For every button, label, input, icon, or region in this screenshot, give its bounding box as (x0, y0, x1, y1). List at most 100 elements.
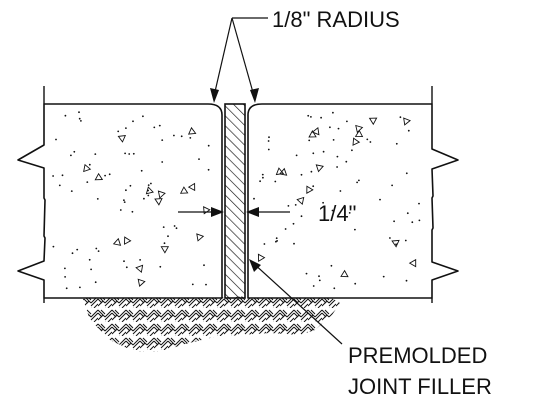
filler-leader (249, 259, 343, 345)
aggregate-dot (132, 120, 134, 123)
aggregate-dot (94, 281, 97, 284)
aggregate-stone (368, 117, 378, 126)
aggregate-dot (104, 174, 106, 177)
aggregate-dot (207, 168, 210, 171)
aggregate-dot (88, 258, 91, 261)
aggregate-dot (330, 264, 333, 267)
aggregate-dot (159, 265, 162, 268)
aggregate-dot (354, 228, 356, 231)
aggregate-dot (139, 259, 142, 261)
aggregate-dot (399, 116, 402, 119)
aggregate-dot (123, 260, 125, 263)
aggregate-dot (88, 163, 91, 166)
aggregate-dot (404, 239, 407, 242)
aggregate-dot (354, 282, 357, 285)
aggregate-stone (137, 278, 146, 287)
aggregate-dot (61, 174, 64, 177)
aggregate-dot (267, 140, 270, 142)
aggregate-stone (179, 186, 189, 194)
aggregate-stone (145, 186, 154, 195)
aggregate-dot (158, 124, 161, 127)
aggregate-dot (275, 237, 278, 240)
aggregate-dot (276, 240, 278, 242)
aggregate-dot (128, 153, 131, 155)
aggregate-dot (71, 252, 74, 255)
aggregate-stone (94, 172, 104, 181)
aggregate-dot (331, 209, 334, 212)
aggregate-dot (329, 126, 331, 129)
left-slab (17, 103, 223, 299)
aggregate-dot (80, 120, 82, 122)
aggregate-dot (161, 161, 164, 163)
filler-label-line1: PREMOLDED (348, 343, 487, 368)
aggregate-dot (294, 204, 297, 206)
aggregate-dot (191, 283, 194, 286)
aggregate-dot (70, 154, 72, 157)
aggregate-dot (405, 172, 408, 175)
aggregate-dot (132, 152, 135, 155)
aggregate-dot (125, 266, 128, 269)
aggregate-dot (343, 204, 346, 207)
aggregate-dot (131, 210, 134, 213)
aggregate-dot (129, 184, 132, 187)
aggregate-dot (125, 127, 127, 129)
aggregate-stone (187, 126, 197, 135)
aggregate-dot (64, 267, 66, 270)
aggregate-dot (198, 158, 200, 161)
aggregate-stone (354, 129, 364, 138)
aggregate-dot (267, 148, 270, 151)
aggregate-dot (348, 212, 351, 214)
radius-label: 1/8" RADIUS (272, 7, 400, 32)
aggregate-dot (261, 173, 264, 176)
aggregate-stone (157, 190, 166, 199)
aggregate-stone (308, 129, 317, 138)
aggregate-dot (346, 120, 348, 123)
aggregate-stone (315, 164, 324, 173)
aggregate-dot (366, 138, 369, 141)
aggregate-dot (90, 268, 92, 271)
aggregate-dot (308, 139, 311, 142)
aggregate-dot (318, 275, 320, 278)
aggregate-stone (124, 236, 132, 245)
aggregate-stone (352, 137, 361, 146)
aggregate-stone (187, 182, 196, 192)
aggregate-stone (340, 269, 349, 278)
aggregate-dot (312, 185, 315, 188)
aggregate-dot (322, 150, 325, 153)
radius-leader (210, 17, 268, 103)
aggregate-dot (300, 173, 303, 176)
aggregate-dot (153, 126, 156, 129)
aggregate-dot (123, 199, 125, 202)
aggregate-dot (418, 202, 420, 205)
aggregate-stone (160, 246, 170, 254)
aggregate-dot (274, 180, 277, 183)
aggregate-stone (135, 264, 144, 274)
aggregate-dot (407, 129, 410, 132)
aggregate-dot (262, 176, 264, 179)
aggregate-stone (391, 239, 400, 248)
aggregate-stone (257, 253, 266, 262)
aggregate-dot (320, 116, 322, 119)
aggregate-dot (124, 152, 126, 155)
aggregate-dot (356, 181, 358, 184)
aggregate-dot (263, 243, 266, 245)
aggregate-dot (64, 276, 66, 278)
aggregate-stone (278, 167, 288, 176)
aggregate-dot (379, 198, 381, 201)
aggregate-dot (284, 228, 287, 230)
aggregate-dot (142, 115, 144, 118)
aggregate-dot (119, 209, 122, 211)
aggregate-dot (382, 275, 385, 278)
aggregate-dot (332, 111, 334, 114)
aggregate-dot (76, 248, 79, 251)
aggregate-stone (83, 163, 92, 173)
aggregate-dot (78, 111, 80, 114)
aggregate-dot (292, 222, 295, 225)
aggregate-stone (306, 185, 314, 194)
aggregate-dot (161, 139, 164, 142)
aggregate-dot (58, 184, 61, 187)
aggregate-dot (369, 141, 372, 143)
aggregate-dot (175, 227, 178, 230)
aggregate-dot (322, 201, 324, 204)
aggregate-stone (296, 196, 305, 206)
